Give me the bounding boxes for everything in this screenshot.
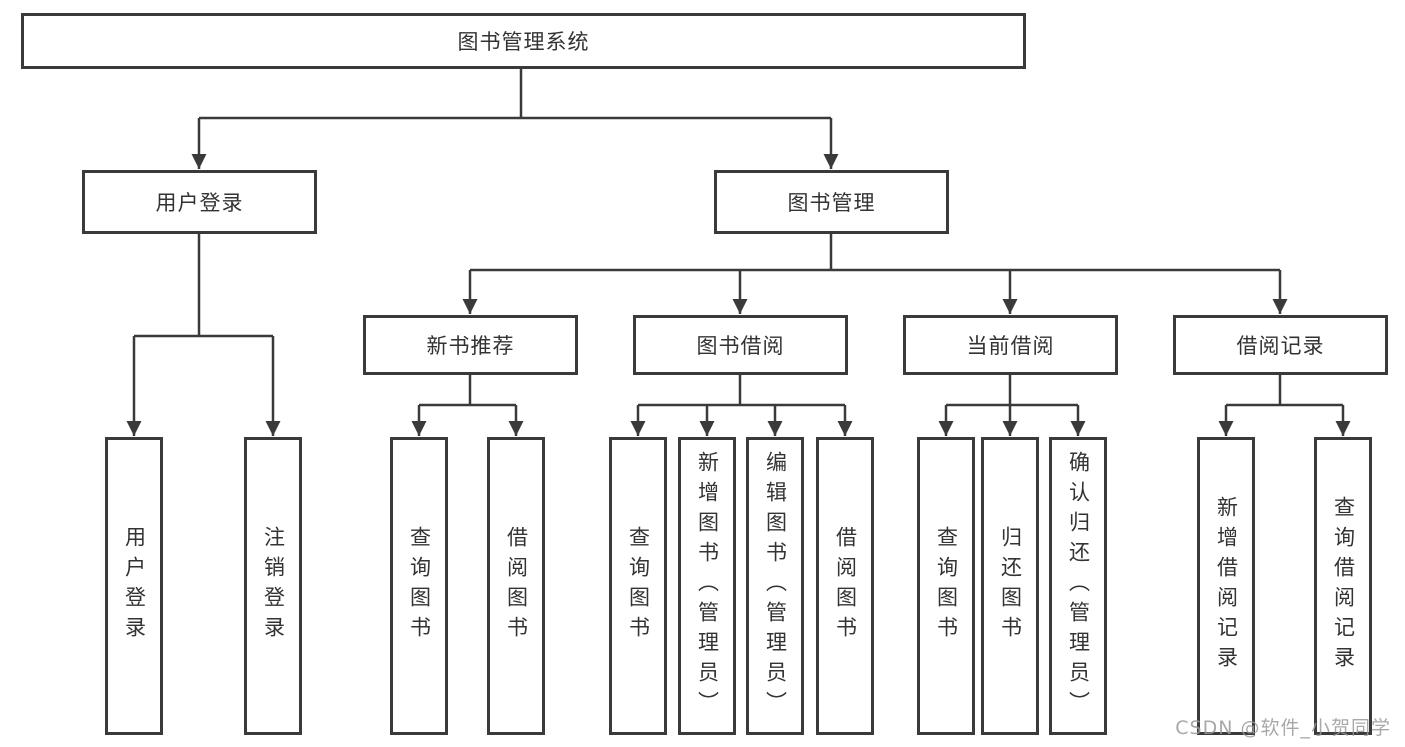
leaf-edit-books-admin: 编辑图书（管理员） (746, 437, 804, 735)
node-label: 新书推荐 (426, 334, 515, 358)
leaf-label: 查询图书 (407, 526, 432, 646)
node-label: 图书借阅 (696, 334, 785, 358)
node-new-book-recommendation: 新书推荐 (363, 315, 578, 375)
node-label: 当前借阅 (966, 334, 1055, 358)
leaf-label: 确认归还（管理员） (1066, 451, 1091, 721)
leaf-label: 查询借阅记录 (1331, 496, 1356, 676)
leaf-label: 编辑图书（管理员） (763, 451, 788, 721)
node-label: 借阅记录 (1236, 334, 1325, 358)
connector-book-borrow-group (630, 375, 853, 436)
leaf-query-borrow-record: 查询借阅记录 (1314, 437, 1372, 735)
node-book-management: 图书管理 (714, 170, 949, 234)
connector-borrow-records-group (1218, 375, 1351, 436)
node-label: 图书管理 (787, 191, 876, 215)
csdn-watermark: CSDN @软件_小贺同学 (1175, 717, 1391, 739)
node-current-borrowing: 当前借阅 (903, 315, 1118, 375)
connector-user-login-group (126, 234, 281, 436)
leaf-query-books-current: 查询图书 (917, 437, 975, 735)
leaf-add-borrow-record: 新增借阅记录 (1197, 437, 1255, 735)
leaf-confirm-return-admin: 确认归还（管理员） (1049, 437, 1107, 735)
node-label: 图书管理系统 (457, 30, 590, 54)
leaf-label: 用户登录 (122, 526, 147, 646)
leaf-label: 查询图书 (626, 526, 651, 646)
leaf-logout: 注销登录 (244, 437, 302, 735)
node-borrowing-records: 借阅记录 (1173, 315, 1388, 375)
leaf-label: 借阅图书 (833, 526, 858, 646)
connector-current-borrow-group (938, 375, 1086, 436)
leaf-label: 新增图书（管理员） (695, 451, 720, 721)
leaf-label: 查询图书 (934, 526, 959, 646)
leaf-borrow-books-recommend: 借阅图书 (487, 437, 545, 735)
leaf-borrow-books: 借阅图书 (816, 437, 874, 735)
leaf-user-login: 用户登录 (105, 437, 163, 735)
leaf-label: 注销登录 (261, 526, 286, 646)
connector-book-management-to-level3 (462, 234, 1288, 314)
leaf-query-books-borrow: 查询图书 (609, 437, 667, 735)
node-book-borrowing: 图书借阅 (633, 315, 848, 375)
leaf-add-books-admin: 新增图书（管理员） (678, 437, 736, 735)
connector-root-to-level2 (191, 69, 839, 169)
node-user-login: 用户登录 (82, 170, 317, 234)
leaf-query-books-recommend: 查询图书 (390, 437, 448, 735)
leaf-return-books: 归还图书 (981, 437, 1039, 735)
leaf-label: 新增借阅记录 (1214, 496, 1239, 676)
node-library-management-system: 图书管理系统 (21, 13, 1026, 69)
leaf-label: 借阅图书 (504, 526, 529, 646)
connector-new-book-group (411, 375, 524, 436)
leaf-label: 归还图书 (998, 526, 1023, 646)
node-label: 用户登录 (155, 191, 244, 215)
